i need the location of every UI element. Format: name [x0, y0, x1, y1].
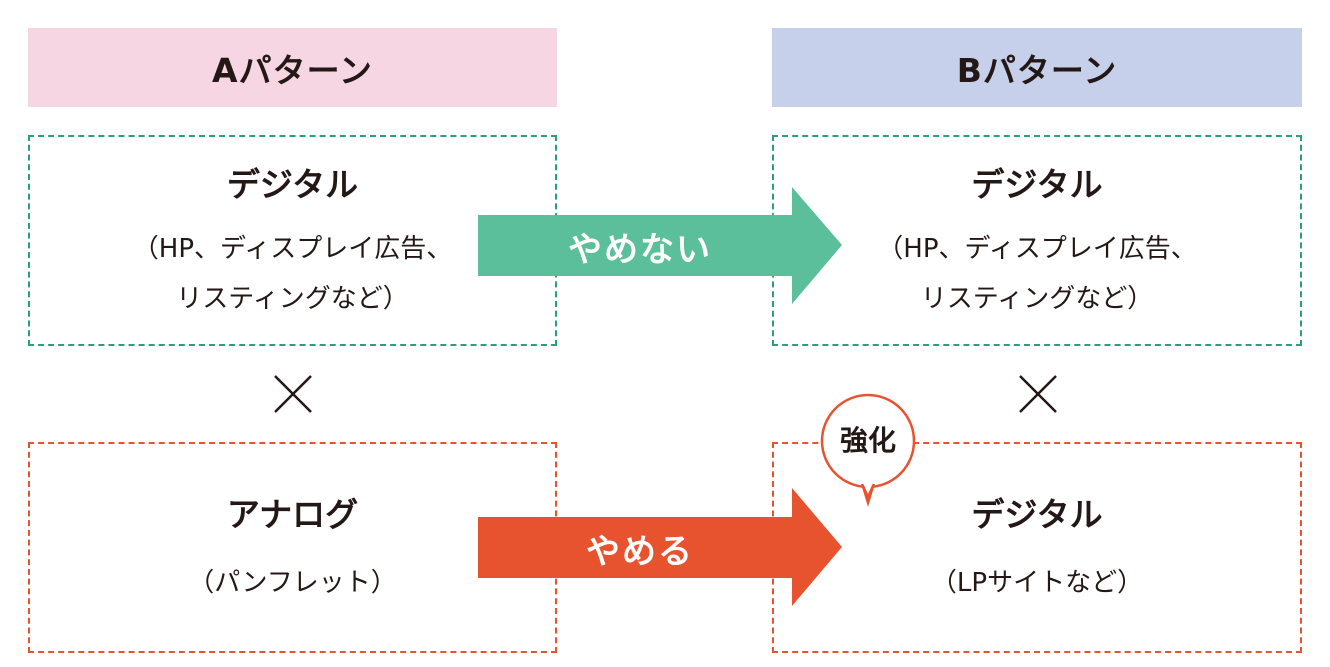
pattern-a-analog-title: アナログ	[226, 494, 359, 534]
pattern-b-digital-enhanced-desc: （LPサイトなど）	[930, 567, 1144, 598]
pattern-b-digital-desc-line2: リスティングなど）	[920, 283, 1154, 314]
pattern-b-digital-enhanced-title: デジタル	[971, 494, 1103, 534]
times-icon	[274, 375, 312, 413]
speech-bubble-icon	[820, 393, 916, 507]
pattern-b-digital-title: デジタル	[971, 164, 1103, 204]
pattern-b-digital-box: デジタル （HP、ディスプレイ広告、 リスティングなど）	[772, 135, 1302, 346]
pattern-a-digital-desc-line1: （HP、ディスプレイ広告、	[132, 233, 453, 264]
arrow-right-icon	[478, 187, 842, 304]
times-icon	[1019, 375, 1057, 413]
pattern-b-digital-desc-line1: （HP、ディスプレイ広告、	[877, 233, 1197, 264]
pattern-a-digital-desc-line2: リスティングなど）	[176, 283, 409, 314]
stop-arrow-label: やめる	[586, 532, 694, 572]
pattern-a-digital-title: デジタル	[226, 164, 359, 204]
pattern-a-analog-desc: （パンフレット）	[188, 567, 397, 598]
pattern-b-header: Bパターン	[772, 28, 1302, 107]
enhance-badge-label: 強化	[839, 424, 896, 457]
arrow-right-icon	[478, 488, 842, 606]
pattern-a-analog-box: アナログ （パンフレット）	[28, 442, 557, 653]
pattern-a-header: Aパターン	[28, 28, 557, 107]
keep-arrow-label: やめない	[568, 230, 712, 270]
